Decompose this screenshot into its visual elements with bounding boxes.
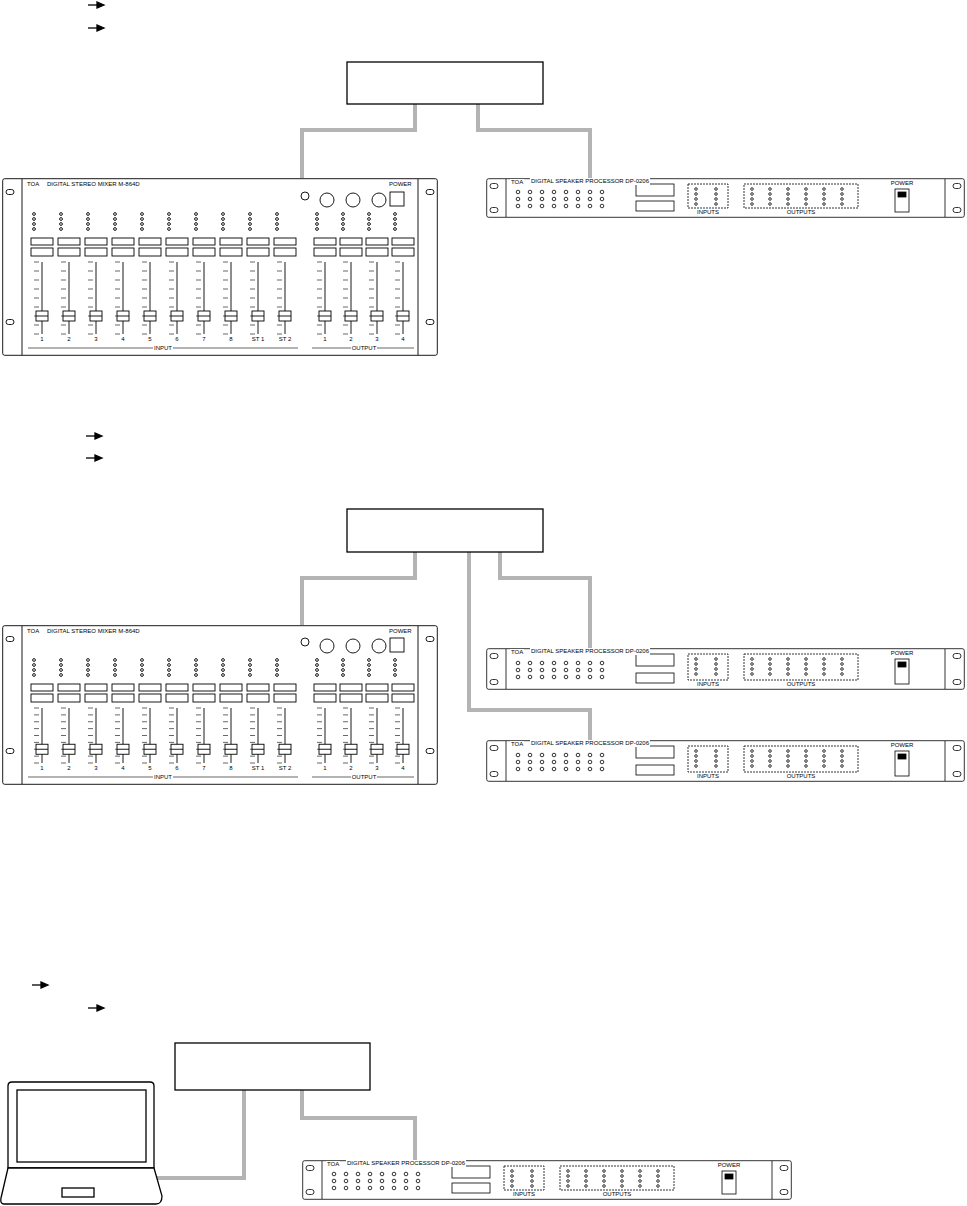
- channel-number: 7: [201, 765, 206, 772]
- processor-panel: TOA DIGITAL SPEAKER PROCESSOR DP-0206INPU…: [486, 740, 965, 782]
- section-label: INPUT: [153, 774, 173, 781]
- brand-label: TOA: [510, 179, 524, 186]
- power-label: POWER: [890, 650, 915, 657]
- brand-label: TOA: [26, 628, 40, 635]
- section-label: INPUTS: [696, 773, 720, 780]
- laptop: [1, 1082, 162, 1204]
- section-label: INPUTS: [696, 681, 720, 688]
- model-label: DIGITAL SPEAKER PROCESSOR DP-0206: [530, 740, 650, 747]
- channel-number: 8: [228, 336, 233, 343]
- channel-number: 4: [120, 765, 125, 772]
- model-label: DIGITAL SPEAKER PROCESSOR DP-0206: [530, 178, 650, 185]
- channel-number: 1: [39, 336, 44, 343]
- channel-number: 2: [348, 765, 353, 772]
- processor-panel: TOA DIGITAL SPEAKER PROCESSOR DP-0206INPU…: [486, 648, 965, 690]
- section-label: INPUTS: [512, 1191, 536, 1198]
- channel-number: 2: [66, 336, 71, 343]
- power-label: POWER: [388, 181, 413, 188]
- model-label: DIGITAL SPEAKER PROCESSOR DP-0206: [530, 648, 650, 655]
- brand-label: TOA: [326, 1161, 340, 1168]
- model-label: DIGITAL STEREO MIXER M-864D: [46, 181, 141, 188]
- channel-number: 1: [39, 765, 44, 772]
- power-label: POWER: [890, 180, 915, 187]
- channel-number: 2: [348, 336, 353, 343]
- section-label: INPUT: [153, 345, 173, 352]
- channel-number: 4: [400, 765, 405, 772]
- channel-number: 3: [374, 336, 379, 343]
- power-label: POWER: [890, 742, 915, 749]
- mixer-panel: TOA DIGITAL STEREO MIXER M-864D INPUT OUTPU…: [2, 625, 438, 785]
- channel-number: ST 2: [278, 765, 293, 772]
- channel-number: 7: [201, 336, 206, 343]
- brand-label: TOA: [510, 649, 524, 656]
- channel-number: 2: [66, 765, 71, 772]
- section-label: OUTPUT: [351, 345, 378, 352]
- panel-illustration: [2, 178, 438, 356]
- channel-number: 4: [400, 336, 405, 343]
- channel-number: 3: [93, 765, 98, 772]
- processor-panel: TOA DIGITAL SPEAKER PROCESSOR DP-0206INPU…: [302, 1160, 792, 1200]
- channel-number: 4: [120, 336, 125, 343]
- processor-panel: TOA DIGITAL SPEAKER PROCESSOR DP-0206INPU…: [486, 178, 965, 218]
- mixer-panel: TOA DIGITAL STEREO MIXER M-864D INPUT OUTPU…: [2, 178, 438, 356]
- model-label: DIGITAL STEREO MIXER M-864D: [46, 628, 141, 635]
- channel-number: 5: [147, 336, 152, 343]
- section-label: INPUTS: [696, 209, 720, 216]
- channel-number: ST 1: [251, 336, 266, 343]
- section-label: OUTPUTS: [602, 1191, 633, 1198]
- brand-label: TOA: [510, 741, 524, 748]
- channel-number: 5: [147, 765, 152, 772]
- section-label: OUTPUTS: [786, 773, 817, 780]
- power-label: POWER: [717, 1162, 742, 1169]
- channel-number: ST 1: [251, 765, 266, 772]
- channel-number: 6: [174, 765, 179, 772]
- power-label: POWER: [388, 628, 413, 635]
- channel-number: 8: [228, 765, 233, 772]
- panel-illustration: [2, 625, 438, 785]
- section-label: OUTPUT: [351, 774, 378, 781]
- channel-number: 1: [322, 765, 327, 772]
- section-label: OUTPUTS: [786, 209, 817, 216]
- channel-number: 1: [322, 336, 327, 343]
- brand-label: TOA: [26, 181, 40, 188]
- model-label: DIGITAL SPEAKER PROCESSOR DP-0206: [346, 1160, 466, 1167]
- channel-number: 3: [374, 765, 379, 772]
- channel-number: ST 2: [278, 336, 293, 343]
- channel-number: 3: [93, 336, 98, 343]
- channel-number: 6: [174, 336, 179, 343]
- section-label: OUTPUTS: [786, 681, 817, 688]
